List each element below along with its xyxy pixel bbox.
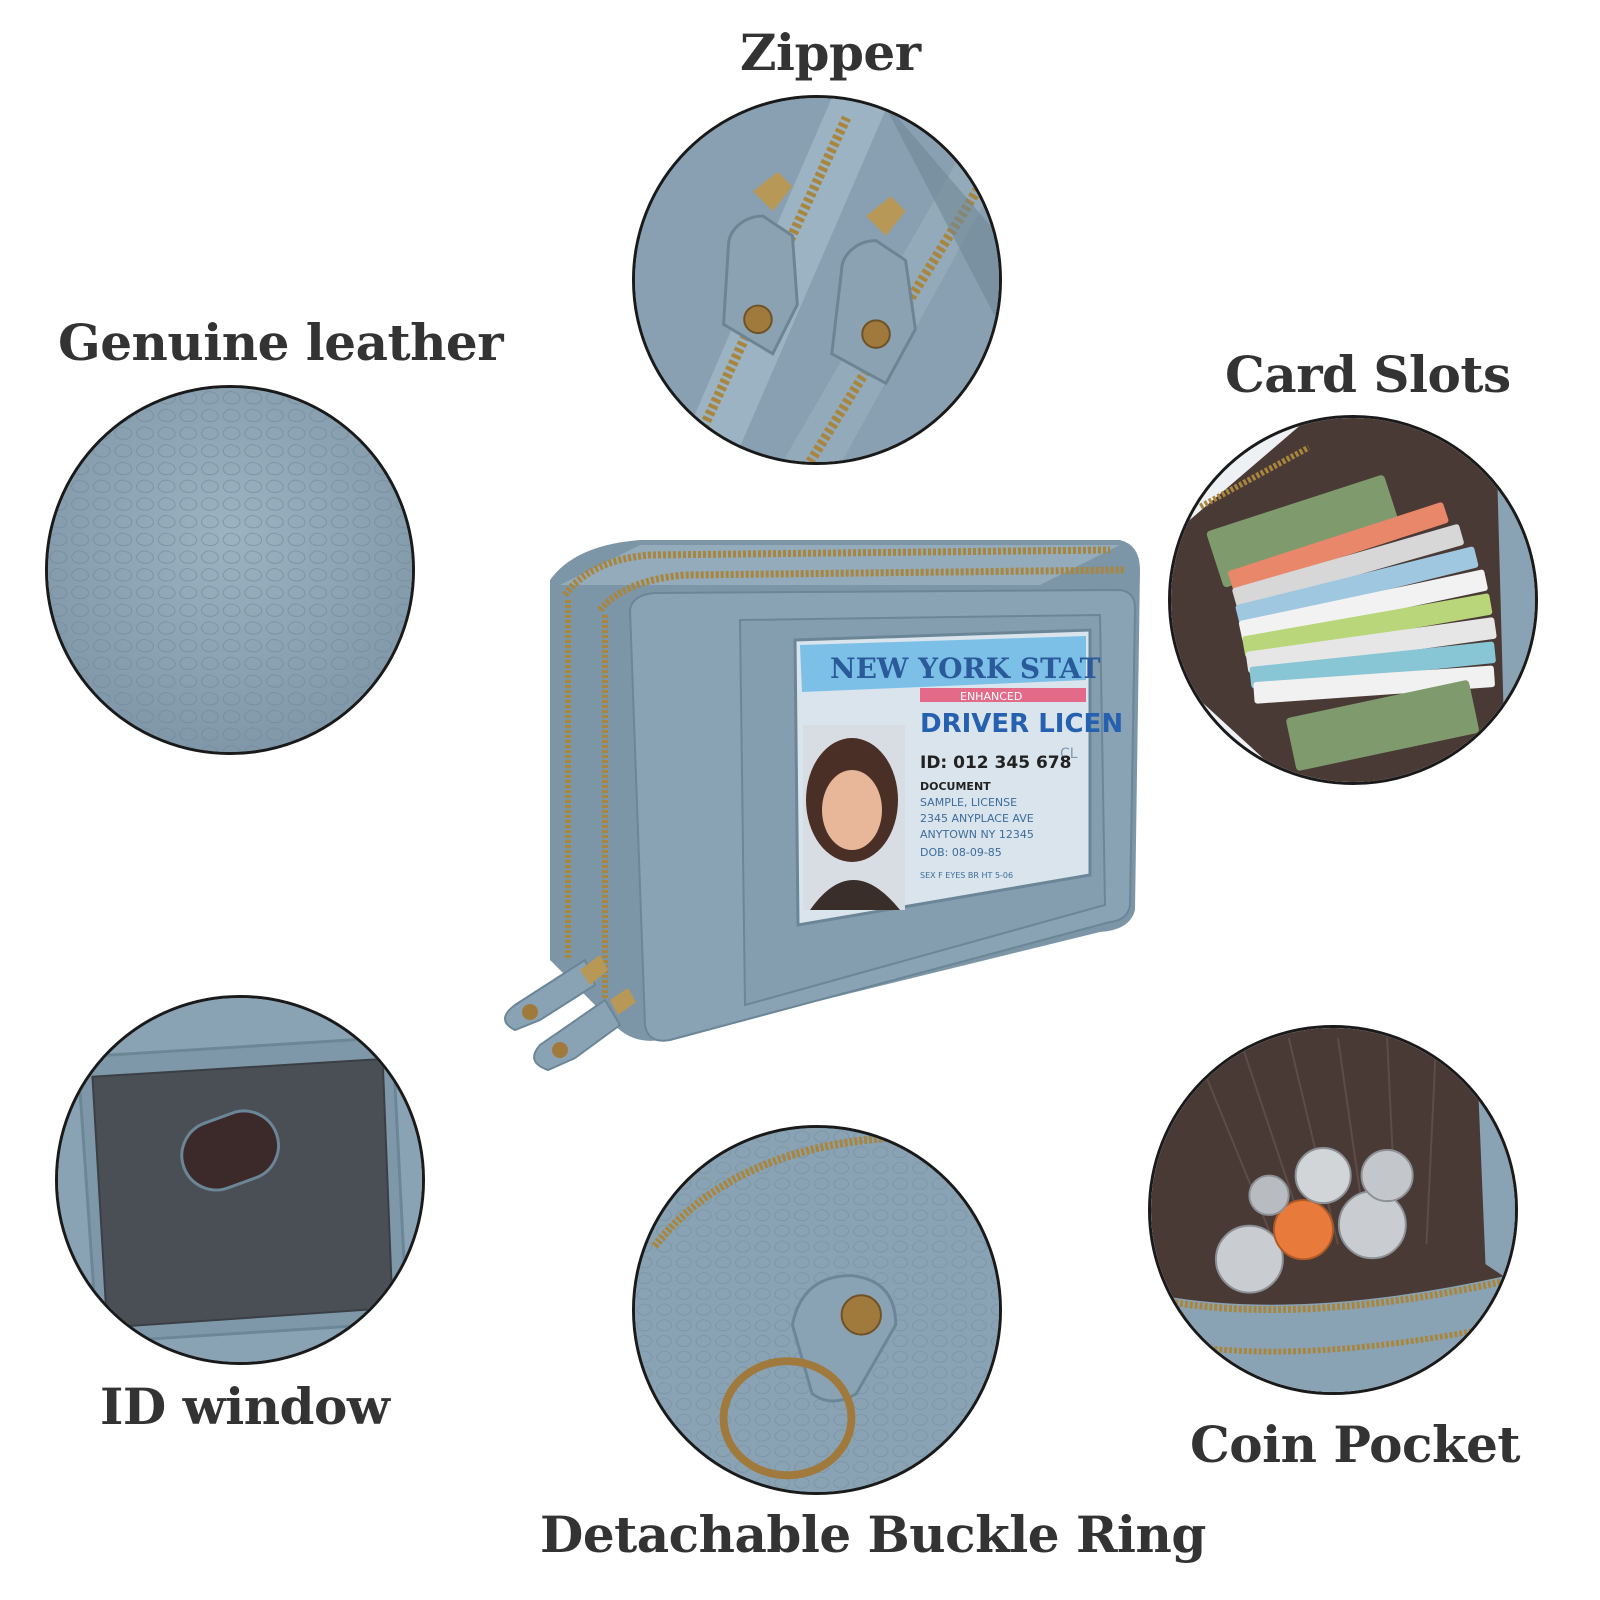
coin-pocket-label: Coin Pocket (1190, 1415, 1521, 1474)
card-slots-label: Card Slots (1225, 345, 1511, 404)
id-card-address-1: 2345 ANYPLACE AVE (920, 812, 1034, 825)
id-card-class: CL (1060, 746, 1078, 762)
id-window-detail-circle (55, 995, 425, 1365)
leather-texture-icon (48, 388, 412, 752)
id-card-dob: DOB: 08-09-85 (920, 846, 1002, 859)
coin-pocket-detail-circle (1148, 1025, 1518, 1395)
id-card-enhanced: ENHANCED (960, 690, 1022, 703)
id-card-state: NEW YORK STAT (830, 652, 1101, 685)
zipper-label: Zipper (740, 23, 921, 82)
zipper-closeup-icon (635, 98, 999, 462)
wallet-icon: NEW YORK STAT ENHANCED DRIVER LICEN CL I… (504, 540, 1140, 1072)
id-window-label: ID window (100, 1377, 390, 1436)
id-card-document: DOCUMENT (920, 780, 991, 793)
buckle-ring-closeup-icon (635, 1128, 999, 1492)
detachable-buckle-ring-label: Detachable Buckle Ring (540, 1505, 1206, 1564)
card-slots-closeup-icon (1171, 418, 1535, 782)
zipper-detail-circle (632, 95, 1002, 465)
id-card-type: DRIVER LICEN (920, 709, 1123, 739)
wallet-main-image: NEW YORK STAT ENHANCED DRIVER LICEN CL I… (400, 500, 1170, 1100)
genuine-leather-detail-circle (45, 385, 415, 755)
id-card-name: SAMPLE, LICENSE (920, 796, 1017, 809)
coin-pocket-closeup-icon (1151, 1028, 1515, 1392)
id-card-number: ID: 012 345 678 (920, 753, 1071, 773)
buckle-ring-detail-circle (632, 1125, 1002, 1495)
id-card-portrait (803, 725, 905, 910)
id-card-address-2: ANYTOWN NY 12345 (920, 828, 1034, 841)
card-slots-detail-circle (1168, 415, 1538, 785)
id-card-footer: SEX F EYES BR HT 5-06 (920, 871, 1013, 880)
id-window-closeup-icon (58, 998, 422, 1362)
genuine-leather-label: Genuine leather (58, 313, 504, 372)
